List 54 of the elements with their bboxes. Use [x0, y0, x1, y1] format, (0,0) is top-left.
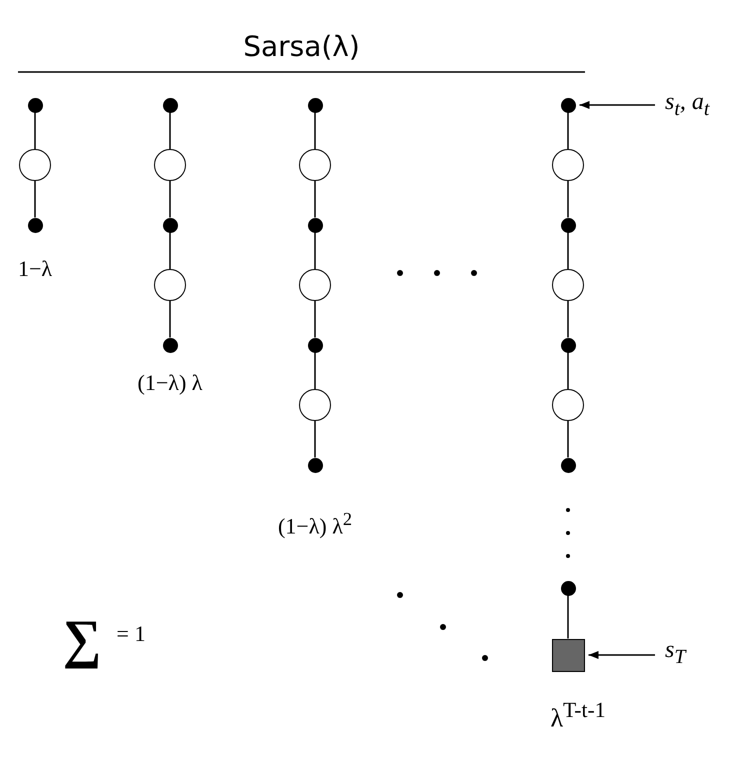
connector-line [34, 112, 36, 149]
action-dot [560, 98, 576, 112]
state-circle [154, 269, 186, 301]
connector-line [314, 301, 316, 338]
state-circle [299, 269, 331, 301]
weight-label: λ$^{T-t-1}$ [550, 700, 606, 732]
state-circle [552, 269, 584, 301]
action-dot [560, 218, 576, 232]
state-label: s$_{T}$ [665, 638, 686, 667]
state-circle [552, 389, 584, 421]
arrow [580, 101, 655, 109]
state-label: s$_{t}$, a$_{t}$ [665, 90, 710, 119]
action-dot [308, 218, 322, 232]
connector-line [169, 232, 171, 269]
diagram-title: Sarsa(λ) [242, 30, 361, 63]
connector-line [567, 352, 569, 389]
connector-line [314, 352, 316, 389]
connector-line [314, 421, 316, 458]
connector-line [169, 112, 171, 149]
action-dot [560, 580, 576, 596]
action-dot [28, 98, 42, 112]
weight-label: (1−λ) λ$^{2}$ [278, 510, 352, 538]
action-dot [560, 458, 576, 472]
connector-line [169, 181, 171, 218]
weight-label: = 1 [116, 623, 146, 645]
weight-label: 1−λ [18, 258, 52, 280]
state-circle [552, 149, 584, 181]
connector-line [567, 112, 569, 149]
action-dot [162, 338, 178, 352]
connector-line [169, 301, 171, 338]
action-dot [308, 458, 322, 472]
arrow [588, 651, 655, 659]
connector-line [34, 181, 36, 218]
connector-line [567, 181, 569, 218]
weight-label: (1−λ) λ [138, 372, 202, 394]
action-dot [162, 98, 178, 112]
connector-line [314, 112, 316, 149]
state-circle [299, 149, 331, 181]
action-dot [28, 218, 42, 232]
sum-symbol: ∑ [62, 612, 102, 666]
connector-line [567, 301, 569, 338]
action-dot [308, 98, 322, 112]
state-circle [299, 389, 331, 421]
connector-line [567, 596, 569, 638]
connector-line [567, 232, 569, 269]
connector-line [314, 232, 316, 269]
state-circle [154, 149, 186, 181]
action-dot [560, 338, 576, 352]
action-dot [162, 218, 178, 232]
connector-line [567, 421, 569, 458]
state-circle [19, 149, 51, 181]
terminal-square [552, 638, 584, 672]
action-dot [308, 338, 322, 352]
connector-line [314, 181, 316, 218]
